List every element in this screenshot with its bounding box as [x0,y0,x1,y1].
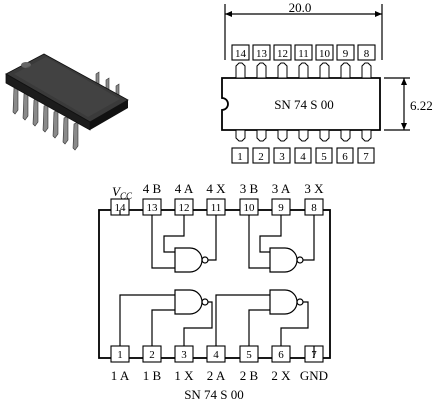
svg-text:13: 13 [147,202,159,214]
svg-text:5: 5 [246,349,252,361]
package-pin-7: 7 [357,129,375,164]
package-bottom-pins: 1 2 3 4 5 [231,129,375,164]
nand-gate-1-icon [174,289,209,315]
svg-text:4: 4 [213,349,219,361]
svg-text:14: 14 [115,202,127,214]
svg-text:11: 11 [298,48,309,60]
schematic-package-outline [98,209,331,359]
nand-gate-4-icon [174,247,209,273]
svg-text:2: 2 [149,349,155,361]
package-chip-label: SN 74 S 00 [274,97,334,112]
schematic-pin-12: 12 [174,198,194,216]
package-dimension-drawing: 20.0 6.22 SN 74 S 00 14 13 12 [221,0,433,164]
schematic-pin-1: 1 [110,345,130,363]
svg-text:14: 14 [235,48,247,60]
svg-text:6: 6 [342,151,348,163]
label-1a: 1 A [111,368,130,383]
label-1b: 1 B [143,368,162,383]
nand-gate-3-icon [269,247,304,273]
schematic-pin-13: 13 [142,198,162,216]
package-pin-9: 9 [336,44,355,79]
label-2x: 2 X [271,368,291,383]
label-4x: 4 X [206,181,226,196]
label-vcc: VCC [112,184,133,201]
package-pin-4: 4 [294,129,312,164]
schematic-pin-4: 4 [206,345,226,363]
package-pin-6: 6 [336,129,354,164]
schematic-bottom-pins: 1 2 3 4 5 6 7 [110,345,324,363]
svg-text:8: 8 [311,202,317,214]
svg-text:5: 5 [321,151,327,163]
svg-text:12: 12 [277,48,288,60]
schematic-wiring [119,210,315,358]
label-2a: 2 A [207,368,226,383]
label-3a: 3 A [272,181,291,196]
package-body-outline [221,77,381,131]
svg-text:3: 3 [279,151,285,163]
svg-text:10: 10 [319,48,331,60]
svg-text:4: 4 [300,151,306,163]
label-2b: 2 B [240,368,259,383]
schematic-pin-11: 11 [206,198,226,216]
nand-gate-2-icon [269,289,304,315]
svg-text:8: 8 [364,48,370,60]
package-pin-3: 3 [273,129,291,164]
svg-text:11: 11 [211,202,222,214]
svg-text:6: 6 [278,349,284,361]
package-pin-14: 14 [231,44,250,79]
package-pin-13: 13 [252,44,271,79]
schematic-pin-3: 3 [174,345,194,363]
label-3x: 3 X [304,181,324,196]
logic-schematic: VCC 4 B 4 A 4 X 3 B 3 A 3 X 14 13 12 [98,181,331,402]
label-1x: 1 X [174,368,194,383]
svg-text:10: 10 [244,202,256,214]
svg-text:9: 9 [343,48,349,60]
svg-text:9: 9 [278,202,284,214]
package-pin-10: 10 [315,44,334,79]
svg-text:3: 3 [181,349,187,361]
label-gnd: GND [300,368,328,383]
svg-text:2: 2 [258,151,264,163]
package-pin-1: 1 [231,129,249,164]
schematic-caption: SN 74 S 00 [184,387,244,402]
schematic-pin-2: 2 [142,345,162,363]
svg-text:13: 13 [256,48,268,60]
package-pin-8: 8 [357,44,376,79]
label-3b: 3 B [240,181,259,196]
package-pin-2: 2 [252,129,270,164]
schematic-pin-5: 5 [239,345,259,363]
label-4b: 4 B [143,181,162,196]
package-pin-5: 5 [315,129,333,164]
package-top-pins: 14 13 12 11 10 [231,44,376,79]
width-dimension-label: 20.0 [289,0,312,15]
svg-text:1: 1 [237,151,243,163]
schematic-top-pins: 14 13 12 11 10 9 [110,198,324,216]
schematic-pin-6: 6 [271,345,291,363]
schematic-pin-9: 9 [271,198,291,216]
package-pin-12: 12 [273,44,292,79]
svg-text:1: 1 [117,349,123,361]
svg-text:7: 7 [363,151,369,163]
label-4a: 4 A [175,181,194,196]
schematic-bottom-labels: 1 A 1 B 1 X 2 A 2 B 2 X GND [111,368,328,383]
schematic-pin-10: 10 [239,198,259,216]
svg-text:12: 12 [179,202,190,214]
schematic-top-labels: VCC 4 B 4 A 4 X 3 B 3 A 3 X [112,181,324,201]
package-pin-11: 11 [294,44,313,79]
dip-chip-illustration-icon [5,53,129,151]
schematic-pin-8: 8 [304,198,324,216]
height-dimension-label: 6.22 [410,98,433,113]
